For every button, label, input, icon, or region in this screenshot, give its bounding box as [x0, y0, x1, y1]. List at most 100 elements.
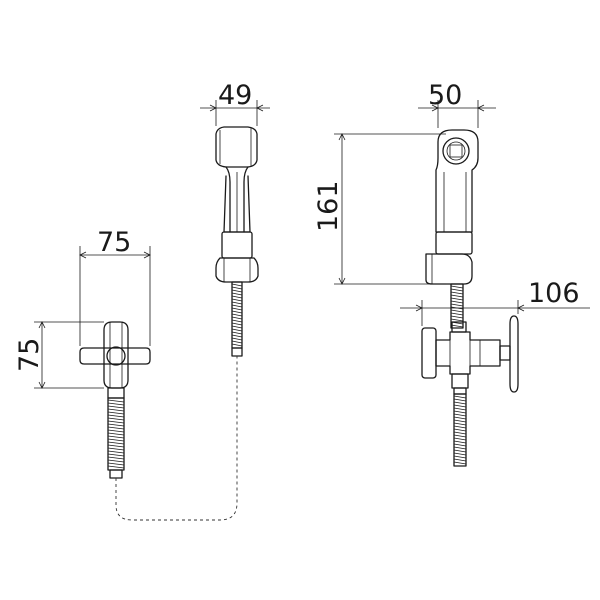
hose-coil-stripe — [107, 453, 125, 457]
hose-coil-stripe — [107, 447, 125, 451]
dimension-50: 50 — [418, 80, 496, 128]
hose-coil-stripe — [453, 443, 467, 447]
hose-coil-stripe — [453, 422, 467, 426]
hose-coil-stripe — [231, 328, 243, 332]
hose-coil-stripe — [450, 303, 464, 307]
hose-coil-stripe — [450, 300, 464, 304]
hose-coil-stripe — [453, 413, 467, 417]
hose-coil-stripe — [453, 419, 467, 423]
hose-coil-stripe — [231, 310, 243, 314]
hose-coil-stripe — [107, 438, 125, 442]
valve-front-view — [79, 321, 151, 479]
hose-coil-stripe — [107, 459, 125, 463]
hose-coil-stripe — [107, 435, 125, 439]
hose-coil-stripe — [231, 307, 243, 311]
dimension-75-vertical: 75 — [14, 321, 104, 389]
hose-coil-stripe — [231, 301, 243, 305]
valve-side-view — [421, 315, 519, 467]
hose-coil-stripe — [450, 309, 464, 313]
hose-coil-stripe — [450, 312, 464, 316]
hose-coil-stripe — [450, 285, 464, 289]
hose-coil-stripe — [107, 405, 125, 409]
hose-coil-stripe — [450, 294, 464, 298]
hose-coil-stripe — [453, 425, 467, 429]
hose-coil-stripe — [231, 316, 243, 320]
dimension-161-label: 161 — [313, 180, 344, 232]
hose-coil-stripe — [453, 431, 467, 435]
hose-coil-stripe — [453, 455, 467, 459]
hose-coil-stripe — [450, 324, 464, 328]
hose-coil-stripe — [453, 404, 467, 408]
dimension-106: 106 — [400, 278, 590, 326]
dimension-75-horizontal: 75 — [79, 227, 151, 346]
hose-coil-stripe — [453, 449, 467, 453]
hose-coil-stripe — [450, 318, 464, 322]
hand-shower-side-view — [425, 129, 479, 329]
hose-coil-stripe — [453, 395, 467, 399]
hose-coil-stripe — [107, 411, 125, 415]
hose-coil-stripe — [107, 444, 125, 448]
hose-coil-stripe — [231, 289, 243, 293]
hose-coil-stripe — [453, 437, 467, 441]
hose-coil-stripe — [107, 420, 125, 424]
hose-coil-stripe — [453, 434, 467, 438]
hose-coil-stripe — [231, 331, 243, 335]
hose-coil-stripe — [107, 456, 125, 460]
hose-coil-stripe — [450, 297, 464, 301]
hose-coil-stripe — [453, 440, 467, 444]
hose-coil-stripe — [107, 441, 125, 445]
hose-coil-stripe — [450, 306, 464, 310]
hose-coil-stripe — [107, 462, 125, 466]
dimension-75-horizontal-label: 75 — [97, 227, 131, 258]
hose-coil-stripe — [453, 461, 467, 465]
dimension-50-label: 50 — [428, 80, 462, 111]
hose-coil-stripe — [107, 432, 125, 436]
dimension-106-label: 106 — [528, 278, 580, 309]
hose-coil-stripe — [231, 304, 243, 308]
hose-coil-stripe — [450, 321, 464, 325]
hose-coil-stripe — [107, 450, 125, 454]
hose-coil-stripe — [231, 295, 243, 299]
hose-coil-stripe — [231, 292, 243, 296]
hose-coil-stripe — [450, 288, 464, 292]
hand-shower-front-view — [215, 126, 259, 357]
hose-coil-stripe — [231, 343, 243, 347]
hose-coils — [107, 283, 467, 469]
hose-coil-stripe — [231, 322, 243, 326]
hose-coil-stripe — [231, 313, 243, 317]
hose-coil-stripe — [453, 407, 467, 411]
hose-coil-stripe — [453, 416, 467, 420]
dimension-49: 49 — [200, 80, 270, 126]
hose-coil-stripe — [231, 298, 243, 302]
hose-coil-stripe — [450, 315, 464, 319]
hose-coil-stripe — [453, 410, 467, 414]
dimension-161: 161 — [313, 133, 446, 285]
hose-coil-stripe — [231, 340, 243, 344]
hose-coil-stripe — [231, 334, 243, 338]
hose-coil-stripe — [453, 452, 467, 456]
hose-coil-stripe — [231, 283, 243, 287]
hose-coil-stripe — [107, 426, 125, 430]
hose-coil-stripe — [453, 446, 467, 450]
hose-coil-stripe — [107, 402, 125, 406]
hose-coil-stripe — [453, 458, 467, 462]
hose-coil-stripe — [107, 417, 125, 421]
hose-coil-stripe — [450, 291, 464, 295]
hose-connection-dashed — [115, 356, 238, 521]
hose-coil-stripe — [231, 337, 243, 341]
hose-coil-stripe — [453, 398, 467, 402]
hose-coil-stripe — [107, 399, 125, 403]
dimension-49-label: 49 — [218, 80, 252, 111]
hose-coil-stripe — [107, 423, 125, 427]
hose-coil-stripe — [231, 286, 243, 290]
hose-coil-stripe — [107, 429, 125, 433]
hose-coil-stripe — [231, 325, 243, 329]
hose-coil-stripe — [107, 408, 125, 412]
hose-coil-stripe — [107, 414, 125, 418]
hose-coil-stripe — [453, 401, 467, 405]
hose-coil-stripe — [107, 465, 125, 469]
dimension-75-vertical-label: 75 — [14, 338, 45, 372]
hose-coil-stripe — [453, 428, 467, 432]
hose-coil-stripe — [231, 319, 243, 323]
